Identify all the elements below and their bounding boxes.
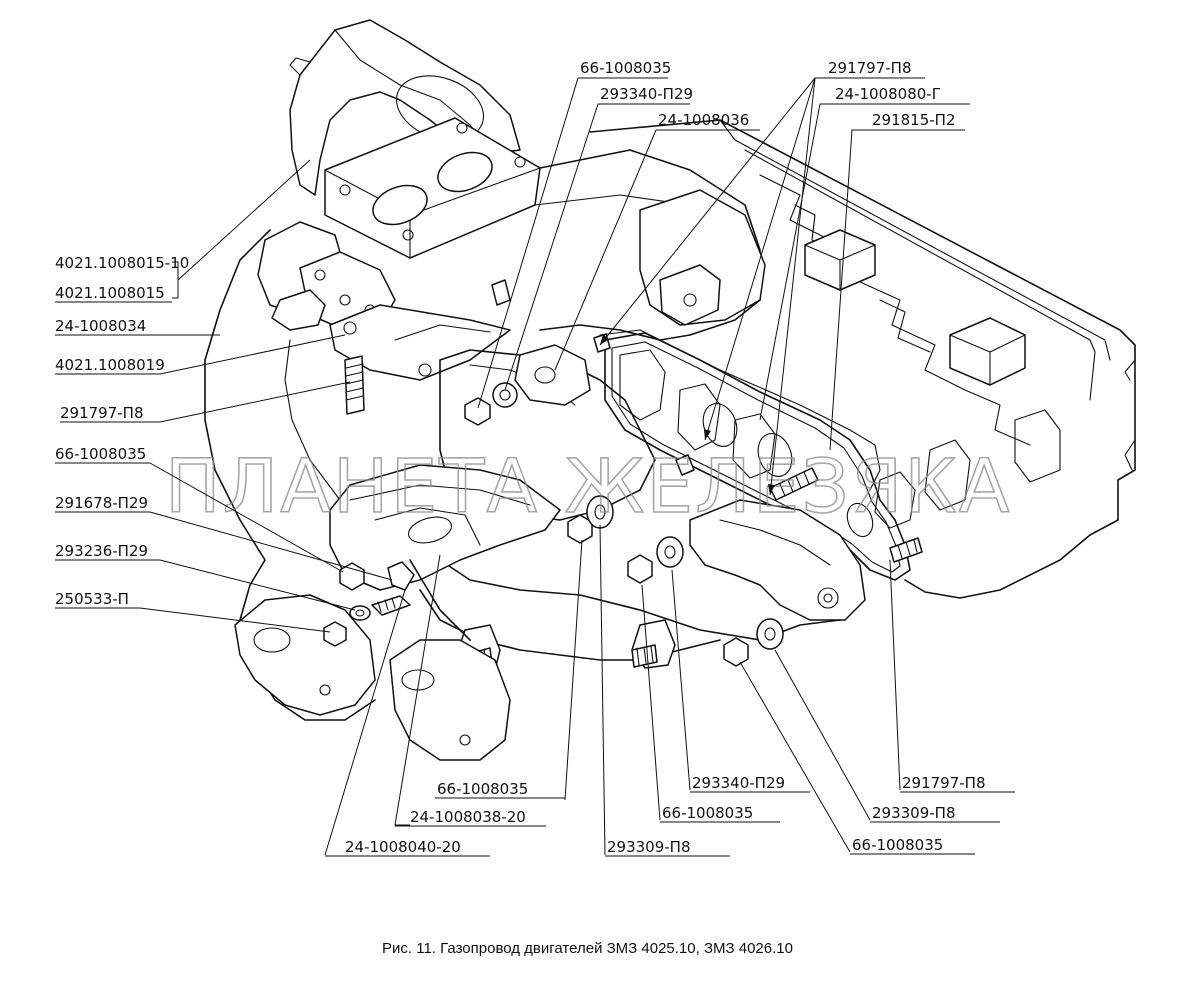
- label-66-bot2: 66-1008035: [662, 804, 753, 822]
- intake-manifold: [257, 19, 766, 426]
- nut-br-2: [723, 637, 749, 667]
- leader-lines: [55, 77, 1015, 857]
- part-labels: 66-1008035 293340-П29 24-1008036 291797-…: [55, 59, 986, 856]
- washer-left: [349, 605, 371, 621]
- label-66-top: 66-1008035: [580, 59, 671, 77]
- nut-left-2: [323, 621, 347, 647]
- label-66-bot3: 66-1008035: [852, 836, 943, 854]
- cylinder-head: [589, 119, 1136, 599]
- label-4021-10: 4021.1008015-10: [55, 254, 189, 272]
- nut-left-1: [339, 562, 365, 591]
- washer-br-1: [656, 536, 684, 568]
- stud-head-2: [889, 537, 923, 563]
- label-66-left: 66-1008035: [55, 445, 146, 463]
- label-66-bot1: 66-1008035: [437, 780, 528, 798]
- washer-br-2: [756, 618, 784, 650]
- label-293309-right: 293309-П8: [872, 804, 956, 822]
- label-24-1008034: 24-1008034: [55, 317, 146, 335]
- label-24-1008036: 24-1008036: [658, 111, 749, 129]
- nut-mid: [567, 514, 593, 544]
- label-293340-bot: 293340-П29: [692, 774, 785, 792]
- label-24-1008080: 24-1008080-Г: [835, 85, 941, 103]
- label-291678: 291678-П29: [55, 494, 148, 512]
- label-24-1008040: 24-1008040-20: [345, 838, 461, 856]
- watermark: ПЛАНЕТА ЖЕЛЕЗЯКА: [165, 444, 1012, 530]
- label-4021-019: 4021.1008019: [55, 356, 165, 374]
- label-250533: 250533-П: [55, 590, 129, 608]
- figure-caption: Рис. 11. Газопровод двигателей ЗМЗ 4025.…: [382, 940, 793, 957]
- label-4021: 4021.1008015: [55, 284, 165, 302]
- nut-br-1: [627, 554, 653, 584]
- label-293340-top: 293340-П29: [600, 85, 693, 103]
- fasteners: [323, 454, 923, 667]
- label-291797-right: 291797-П8: [902, 774, 986, 792]
- label-291815: 291815-П2: [872, 111, 956, 129]
- label-291797-left: 291797-П8: [60, 404, 144, 422]
- label-291797-top: 291797-П8: [828, 59, 912, 77]
- label-293236: 293236-П29: [55, 542, 148, 560]
- label-293309-bot: 293309-П8: [607, 838, 691, 856]
- label-24-1008038: 24-1008038-20: [410, 808, 526, 826]
